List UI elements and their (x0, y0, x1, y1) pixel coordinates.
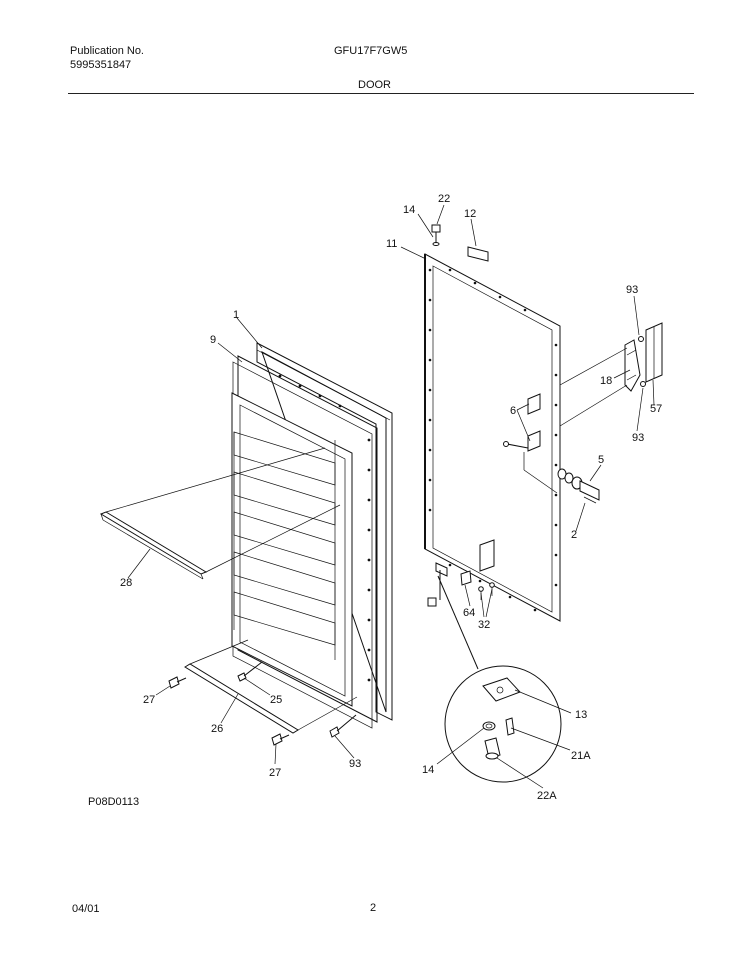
lower-hinge-bracket (427, 539, 495, 607)
screw-93-top (638, 336, 644, 342)
header-rule (68, 93, 694, 94)
screw-25 (237, 661, 263, 682)
diagram-code: P08D0113 (88, 796, 139, 808)
callout-27-left: 27 (143, 694, 155, 706)
callout-93-bottom: 93 (349, 758, 361, 770)
screw-27-left (168, 676, 187, 689)
door-outer-frame (424, 253, 561, 622)
callout-26: 26 (211, 723, 223, 735)
callout-22-top: 22 (438, 193, 450, 205)
callout-93-top: 93 (626, 284, 638, 296)
callout-13: 13 (575, 709, 587, 721)
publication-number: 5995351847 (70, 59, 132, 71)
callout-25: 25 (270, 694, 282, 706)
top-hinge-screw (431, 224, 441, 246)
bottom-rail-26 (184, 639, 358, 734)
callout-9: 9 (210, 334, 216, 346)
callout-22a: 22A (537, 790, 557, 802)
model-number: GFU17F7GW5 (334, 45, 408, 57)
door-screw-holes (278, 374, 371, 682)
callout-11: 11 (386, 238, 397, 250)
callout-2: 2 (571, 529, 577, 541)
callout-21a: 21A (571, 750, 591, 762)
callout-1: 1 (233, 309, 239, 321)
callout-32: 32 (478, 619, 490, 631)
label-12 (467, 246, 489, 262)
frame-screw-holes (428, 268, 558, 612)
lock-assembly (523, 452, 600, 504)
callout-57: 57 (650, 403, 662, 415)
callout-28: 28 (120, 577, 132, 589)
page-number: 2 (370, 902, 376, 914)
screw-93-mid (640, 381, 646, 387)
leader-lines (127, 204, 655, 789)
part-64 (460, 570, 472, 586)
shelf-bar-28 (99, 447, 341, 580)
publication-label: Publication No. (70, 45, 144, 57)
door-liner (231, 392, 353, 707)
callout-5: 5 (598, 454, 604, 466)
section-title: DOOR (358, 79, 391, 91)
screw-93-bottom (329, 714, 357, 738)
callout-14-top: 14 (403, 204, 415, 216)
part-32 (478, 582, 495, 600)
handle-bracket-6 (503, 393, 541, 452)
callout-27-bottom: 27 (269, 767, 281, 779)
callout-18: 18 (600, 375, 612, 387)
callout-14-bottom: 14 (422, 764, 434, 776)
footer-date: 04/01 (72, 903, 100, 915)
detail-circle (437, 575, 562, 783)
callout-93-mid: 93 (632, 432, 644, 444)
callout-12: 12 (464, 208, 476, 220)
hinge-18 (559, 322, 663, 427)
callout-6: 6 (510, 405, 516, 417)
screw-27-bottom (271, 733, 290, 746)
callout-64: 64 (463, 607, 475, 619)
